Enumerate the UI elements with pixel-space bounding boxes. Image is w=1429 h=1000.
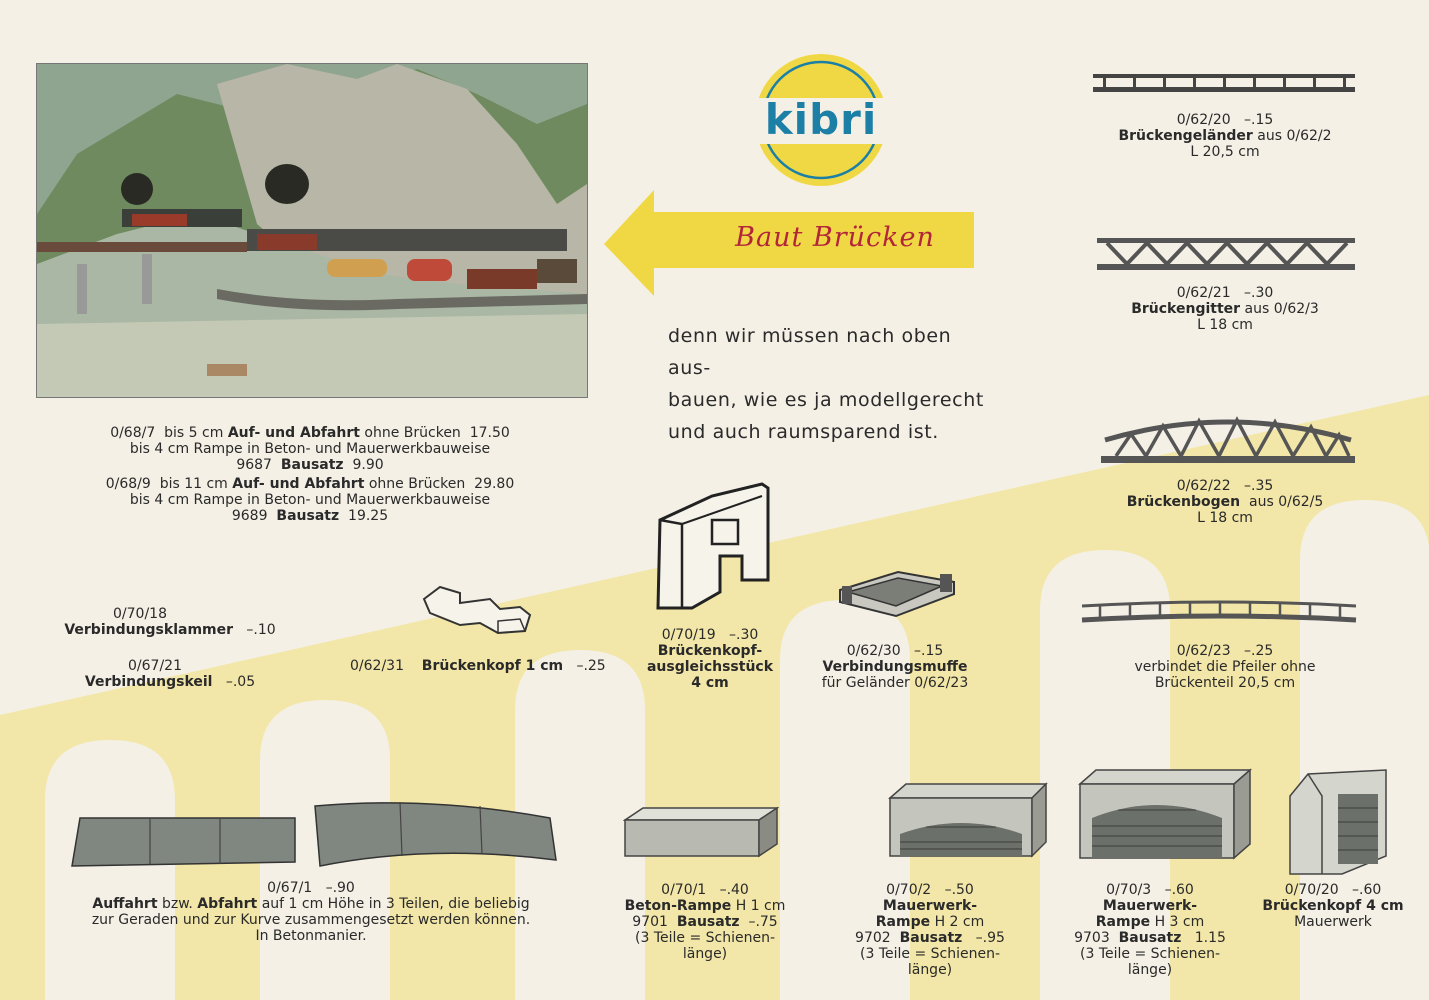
caption-62-30: 0/62/30 –.15 Verbindungsmuffe für Geländ…	[821, 643, 969, 691]
caption-68-7: 0/68/7 bis 5 cm Auf- und Abfahrt ohne Br…	[110, 425, 510, 473]
yellow-arrow	[604, 190, 974, 296]
kibri-logo	[753, 54, 889, 186]
ramp-70-2-image	[888, 782, 1048, 858]
slogan: Baut Brücken	[735, 222, 935, 253]
ramp-70-3-image	[1078, 768, 1252, 860]
caption-62-22: 0/62/22 –.35 Brückenbogen aus 0/62/5 L 1…	[1126, 478, 1324, 526]
caption-68-9: 0/68/9 bis 11 cm Auf- und Abfahrt ohne B…	[105, 476, 515, 524]
adapter-70-19-image	[656, 482, 770, 610]
ramp-67-1-image	[71, 801, 557, 867]
caption-67-1: 0/67/1 –.90 Auffahrt bzw. Abfahrt auf 1 …	[91, 880, 531, 944]
sleeve-62-30-image	[839, 570, 955, 618]
model-railway-photo	[36, 63, 588, 398]
intro-line: und auch raumsparend ist.	[668, 421, 939, 443]
caption-70-3: 0/70/3 –.60 Mauerwerk- Rampe H 3 cm 9703…	[1074, 882, 1226, 978]
bridgehead-62-31-image	[422, 585, 532, 635]
caption-70-1: 0/70/1 –.40 Beton-Rampe H 1 cm 9701 Baus…	[624, 882, 786, 962]
caption-62-31: 0/62/31 Brückenkopf 1 cm –.25	[350, 658, 606, 674]
caption-70-19: 0/70/19 –.30 Brückenkopf- ausgleichsstüc…	[646, 627, 774, 691]
intro-text: denn wir müssen nach oben aus- bauen, wi…	[668, 320, 988, 448]
intro-line: bauen, wie es ja modellgerecht	[668, 389, 984, 411]
arch-62-22-image	[1101, 416, 1355, 463]
ramp-70-1-image	[623, 806, 779, 858]
caption-62-20: 0/62/20 –.15 Brückengeländer aus 0/62/2 …	[1118, 112, 1332, 160]
railing-62-20-image	[1093, 74, 1355, 92]
lattice-62-21-image	[1097, 238, 1355, 270]
caption-62-21: 0/62/21 –.30 Brückengitter aus 0/62/3 L …	[1131, 285, 1319, 333]
brand-name: kibri	[764, 95, 878, 144]
caption-70-18: 0/70/18 Verbindungsklammer –.10	[64, 606, 276, 638]
caption-70-2: 0/70/2 –.50 Mauerwerk- Rampe H 2 cm 9702…	[855, 882, 1005, 978]
caption-67-21: 0/67/21 Verbindungskeil –.05	[84, 658, 256, 690]
caption-70-20: 0/70/20 –.60 Brückenkopf 4 cm Mauerwerk	[1262, 882, 1404, 930]
intro-line: denn wir müssen nach oben aus-	[668, 325, 952, 379]
caption-62-23: 0/62/23 –.25 verbindet die Pfeiler ohne …	[1134, 643, 1316, 691]
railing-62-23-image	[1081, 600, 1357, 623]
bridgehead-70-20-image	[1289, 769, 1387, 875]
